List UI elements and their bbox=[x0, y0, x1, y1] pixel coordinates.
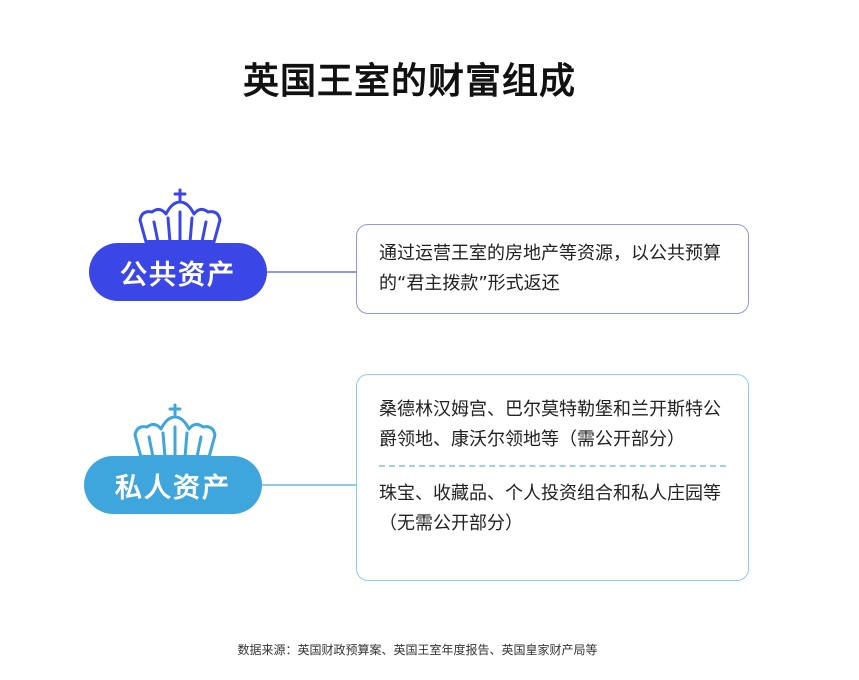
public-connector bbox=[267, 271, 356, 273]
private-assets-box: 桑德林汉姆宫、巴尔莫特勒堡和兰开斯特公爵领地、康沃尔领地等（需公开部分） 珠宝、… bbox=[356, 374, 749, 581]
public-assets-description: 通过运营王室的房地产等资源，以公共预算的“君主拨款”形式返还 bbox=[379, 243, 721, 294]
public-assets-box: 通过运营王室的房地产等资源，以公共预算的“君主拨款”形式返还 bbox=[356, 224, 749, 314]
private-assets-item-public: 桑德林汉姆宫、巴尔莫特勒堡和兰开斯特公爵领地、康沃尔领地等（需公开部分） bbox=[379, 399, 721, 450]
private-connector bbox=[262, 484, 356, 486]
public-assets-label: 公共资产 bbox=[89, 243, 267, 301]
private-assets-item-undisclosed: 珠宝、收藏品、个人投资组合和私人庄园等（无需公开部分） bbox=[379, 483, 721, 534]
dashed-divider bbox=[379, 465, 726, 467]
private-assets-label: 私人资产 bbox=[84, 456, 262, 514]
page-title: 英国王室的财富组成 bbox=[242, 61, 576, 102]
data-source-note: 数据来源：英国财政预算案、英国王室年度报告、英国皇家财产局等 bbox=[237, 643, 598, 657]
